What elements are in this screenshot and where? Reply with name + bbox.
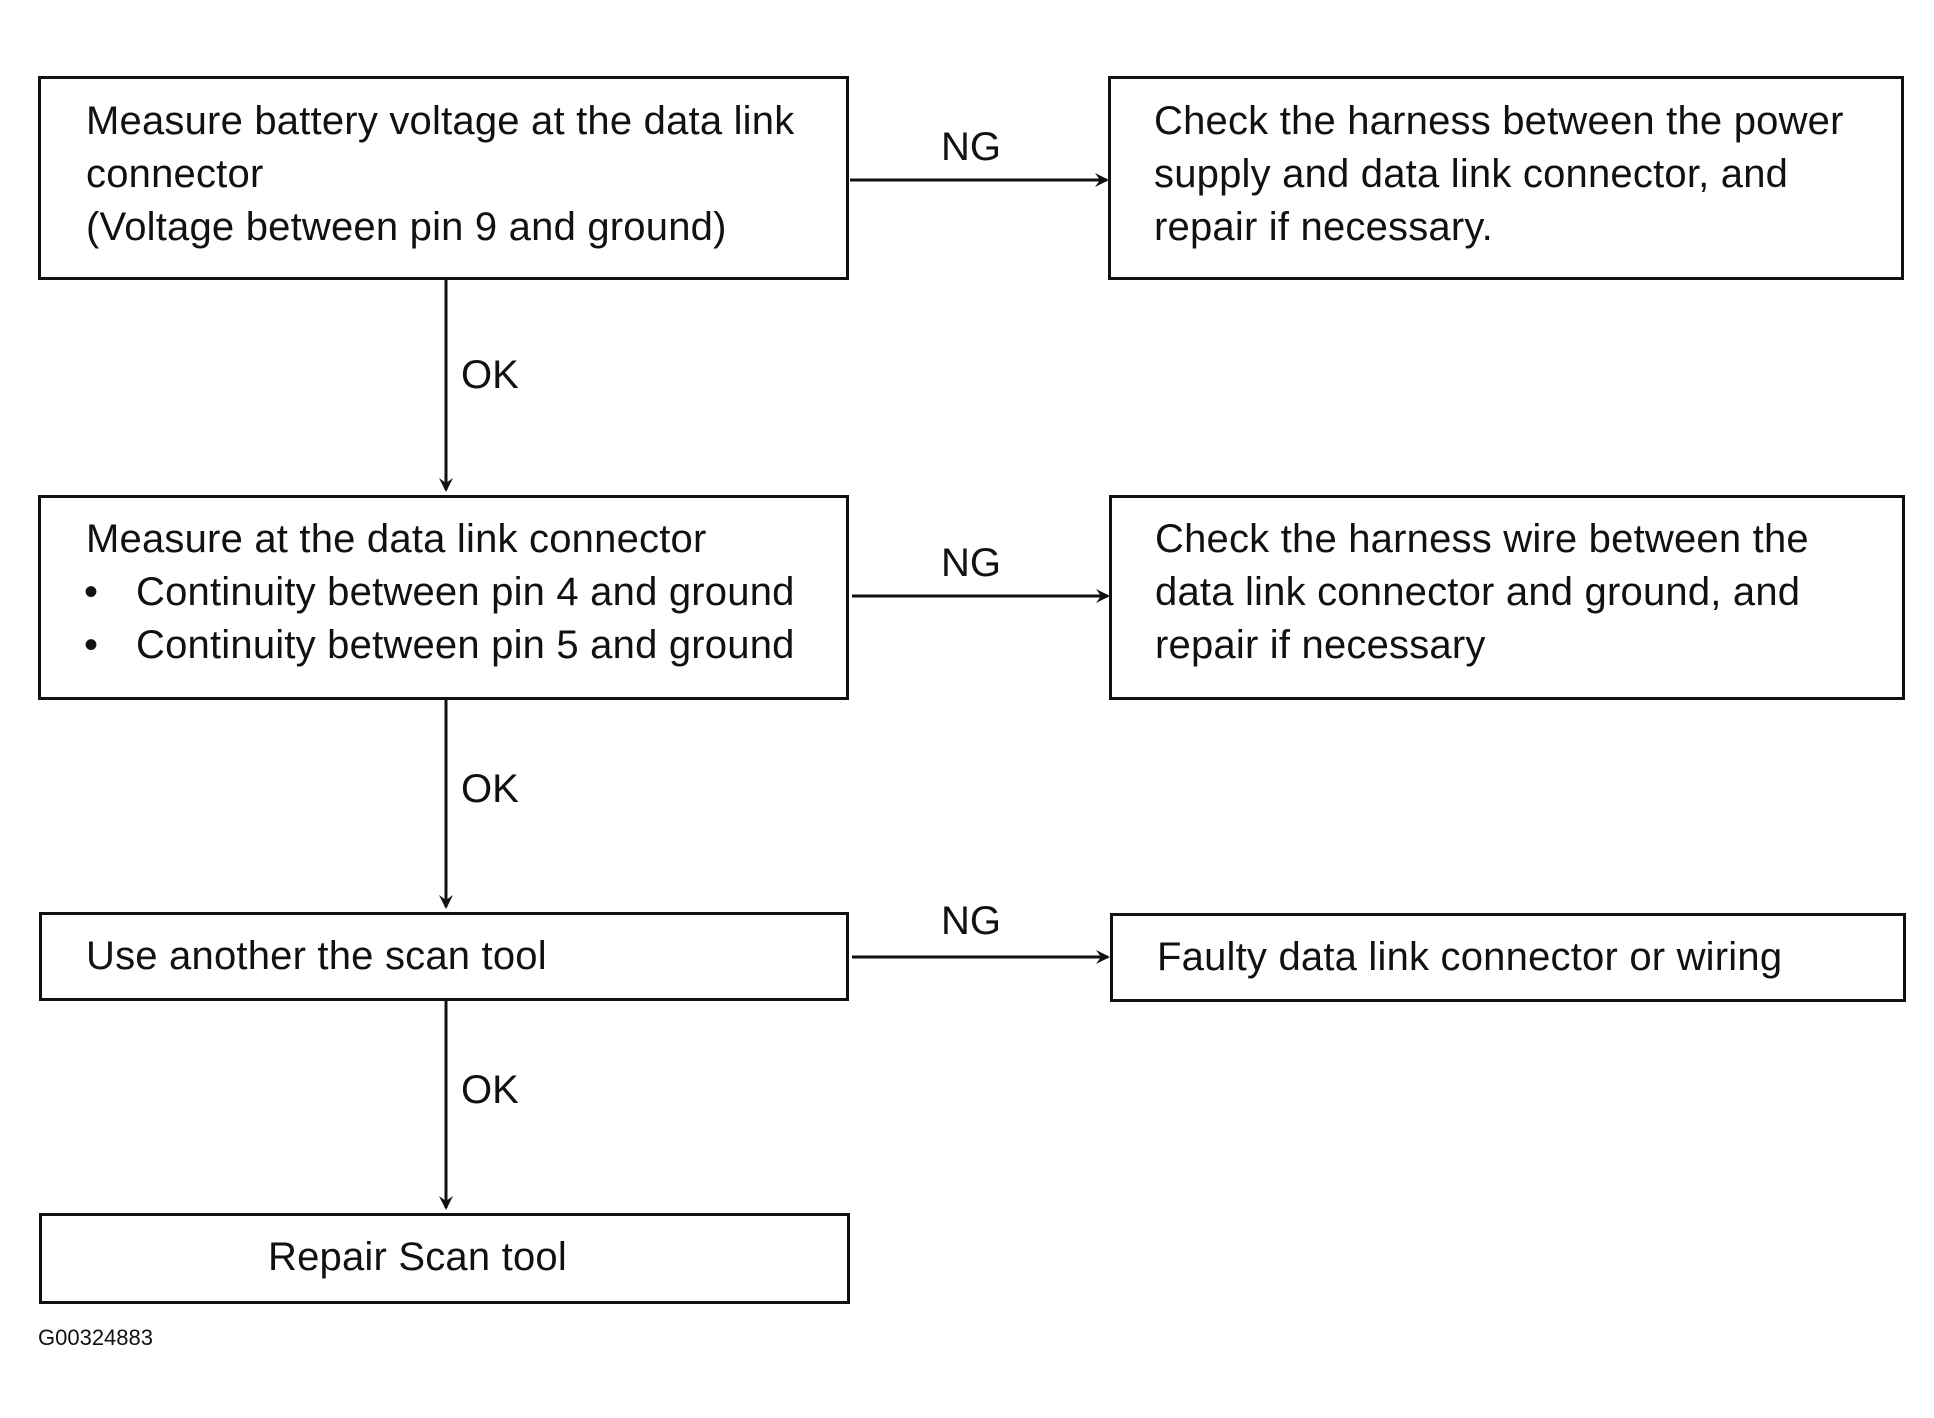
step-1-line-2: connector — [86, 152, 264, 196]
ng-label-1: NG — [941, 125, 1001, 169]
step-1-line-3: (Voltage between pin 9 and ground) — [86, 205, 727, 249]
figure-id: G00324883 — [38, 1325, 153, 1350]
ok-label-3: OK — [461, 1068, 519, 1112]
step-2-bullet-2: Continuity between pin 5 and ground — [136, 623, 795, 667]
ng-label-2: NG — [941, 541, 1001, 585]
step-4-line-1: Repair Scan tool — [268, 1235, 567, 1279]
ng-result-3-box — [1110, 913, 1906, 1002]
step-4-box — [39, 1213, 850, 1304]
ng-result-1-line-1: Check the harness between the power — [1154, 99, 1844, 143]
ng-result-2-box — [1109, 495, 1905, 700]
ng-result-2-line-2: data link connector and ground, and — [1155, 570, 1801, 614]
bullet-dot-2: • — [84, 623, 99, 667]
step-2-bullet-1: Continuity between pin 4 and ground — [136, 570, 795, 614]
bullet-dot-1: • — [84, 570, 99, 614]
ng-label-3: NG — [941, 899, 1001, 943]
ng-result-2-line-1: Check the harness wire between the — [1155, 517, 1809, 561]
step-3-line-1: Use another the scan tool — [86, 934, 547, 978]
ng-result-3-line-1: Faulty data link connector or wiring — [1157, 935, 1783, 979]
step-2-box — [38, 495, 849, 700]
step-3-box — [39, 912, 849, 1001]
ok-label-1: OK — [461, 353, 519, 397]
step-1-box — [38, 76, 849, 280]
ng-result-2-line-3: repair if necessary — [1155, 623, 1486, 667]
ng-result-1-line-3: repair if necessary. — [1154, 205, 1493, 249]
ng-result-1-box — [1108, 76, 1904, 280]
ok-label-2: OK — [461, 767, 519, 811]
step-1-line-1: Measure battery voltage at the data link — [86, 99, 795, 143]
ng-result-1-line-2: supply and data link connector, and — [1154, 152, 1789, 196]
step-2-line-1: Measure at the data link connector — [86, 517, 707, 561]
